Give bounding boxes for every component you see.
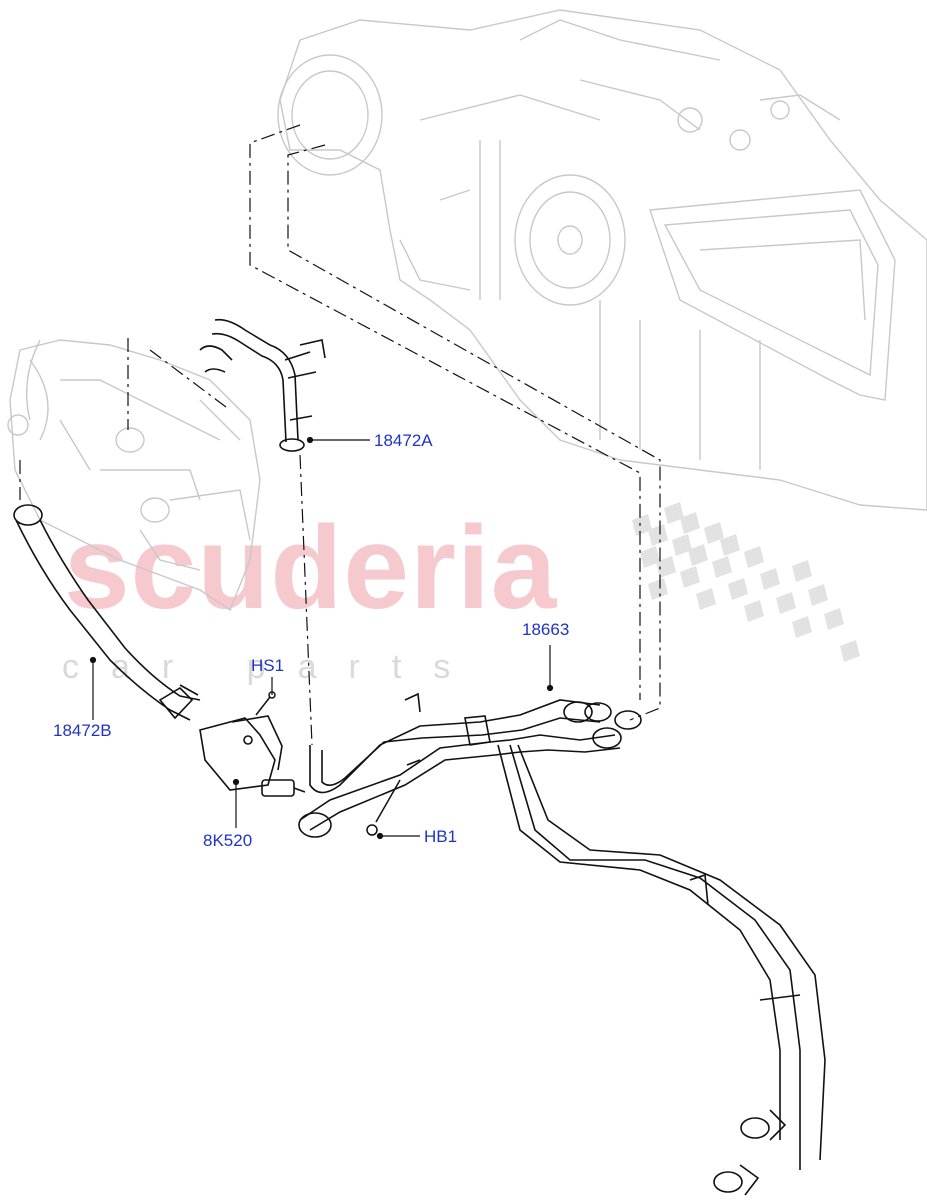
- callout-18472b[interactable]: 18472B: [53, 721, 112, 740]
- hvac-unit-ghost: [277, 9, 927, 511]
- checkered-flag-watermark: [632, 502, 860, 662]
- bolt-hb1: [366, 779, 401, 836]
- hose-18472b: [13, 504, 201, 721]
- heater-block-ghost: [7, 339, 261, 612]
- watermark-subtitle: car parts: [62, 648, 483, 686]
- screw-hs1: [255, 691, 276, 716]
- callout-18472a[interactable]: 18472A: [374, 431, 433, 450]
- callout-18663[interactable]: 18663: [522, 620, 570, 639]
- callout-hs1[interactable]: HS1: [251, 656, 285, 675]
- pipe-assembly-18663: [298, 692, 826, 1196]
- watermark-brand: scuderia: [64, 502, 558, 634]
- leader-lines: [19, 124, 661, 746]
- hose-18472a: [199, 318, 326, 452]
- callout-leaders: [89, 436, 554, 840]
- callout-8k520[interactable]: 8K520: [203, 831, 253, 850]
- callout-hb1[interactable]: HB1: [424, 827, 458, 846]
- valve-8k520: [199, 715, 306, 797]
